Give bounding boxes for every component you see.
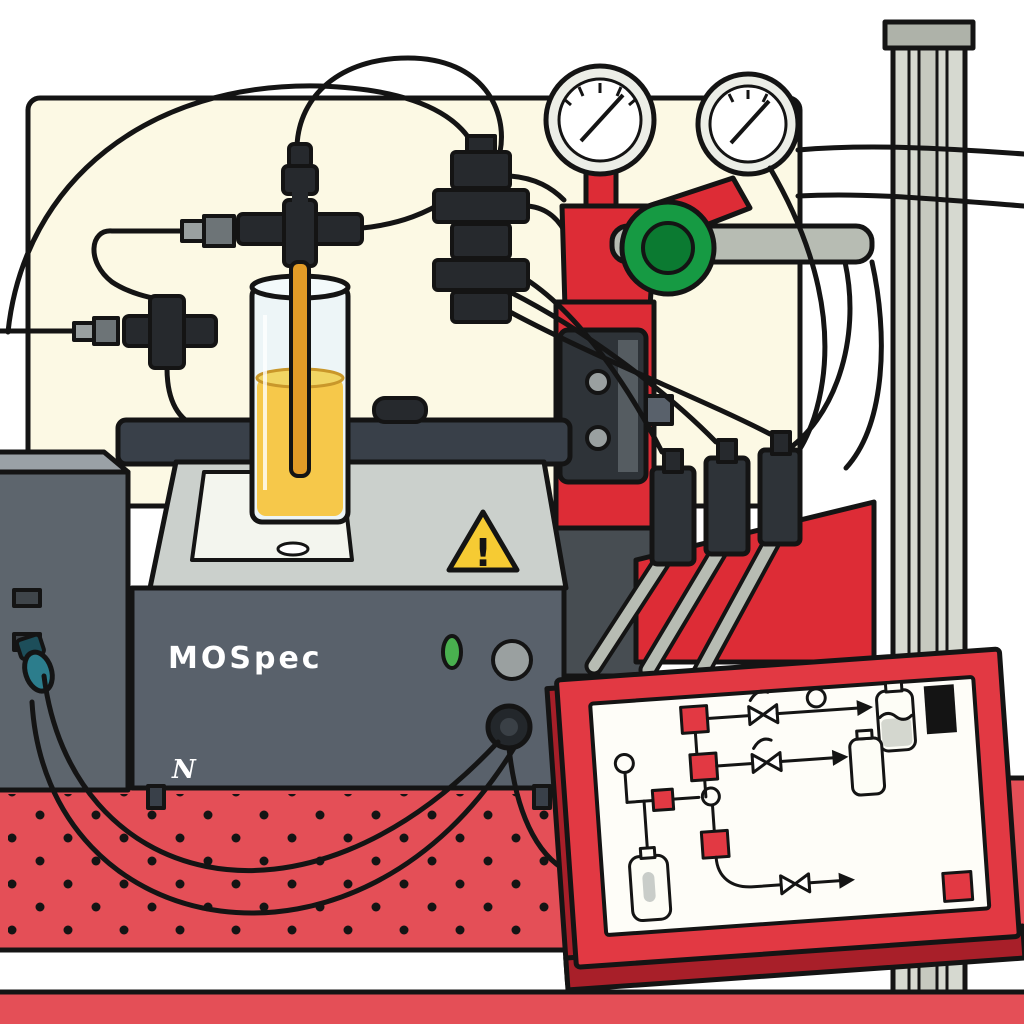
manifold (432, 134, 530, 324)
connector-block-assembly (584, 430, 877, 684)
hotplate-front (129, 585, 567, 791)
clamp-bolt (585, 369, 611, 395)
beaker-assembly (249, 260, 351, 525)
panel-schematic (613, 680, 975, 923)
valve-knob (619, 199, 717, 297)
control-panel (544, 646, 1024, 993)
pressure-gauge-right (695, 71, 801, 177)
schematic-red-square (941, 870, 975, 903)
schematic-black-block (923, 684, 957, 735)
schematic-arrow (856, 700, 874, 717)
schematic-node (805, 687, 827, 709)
schematic-valve-red (679, 704, 710, 735)
connector-block (703, 455, 751, 557)
warning-triangle: ! (446, 509, 520, 575)
hotplate-brand-label: MOSpec (168, 641, 323, 676)
warning-symbol: ! (474, 531, 491, 575)
rail-crossing-cables (795, 144, 1024, 209)
connector-block (649, 465, 697, 567)
rail-top-cap (882, 19, 976, 51)
power-supply (0, 449, 131, 793)
hotplate-mark: N (171, 755, 197, 785)
gas-tubes (584, 528, 784, 684)
schematic-bottle-icon (848, 736, 887, 797)
schematic-valve-red (650, 787, 676, 813)
cross-fitting-left (72, 294, 218, 370)
connector-block (757, 447, 803, 547)
schematic-node (700, 786, 721, 807)
schematic-valve-red (688, 751, 720, 783)
stir-spot (276, 541, 310, 557)
mid-cables (507, 165, 884, 473)
bottom-shelf (0, 989, 1024, 1024)
power-supply-front (0, 469, 131, 793)
schematic-arrow (831, 749, 849, 766)
cross-fitting-top (180, 198, 364, 268)
schematic-valve-red (699, 828, 731, 860)
fittings (72, 134, 530, 370)
probe-connector (281, 142, 319, 216)
power-supply-top (0, 449, 131, 475)
schematic-arrow (838, 872, 856, 889)
pressure-gauge-left (543, 63, 657, 177)
gauge-needle (729, 99, 771, 145)
schematic-valve-bowtie (779, 872, 812, 896)
power-led (441, 634, 463, 670)
gauge-needle (579, 93, 625, 143)
clamp-bolt (585, 425, 611, 451)
rear-handle (372, 396, 428, 424)
temperature-probe (289, 260, 311, 478)
control-knob (491, 639, 533, 681)
